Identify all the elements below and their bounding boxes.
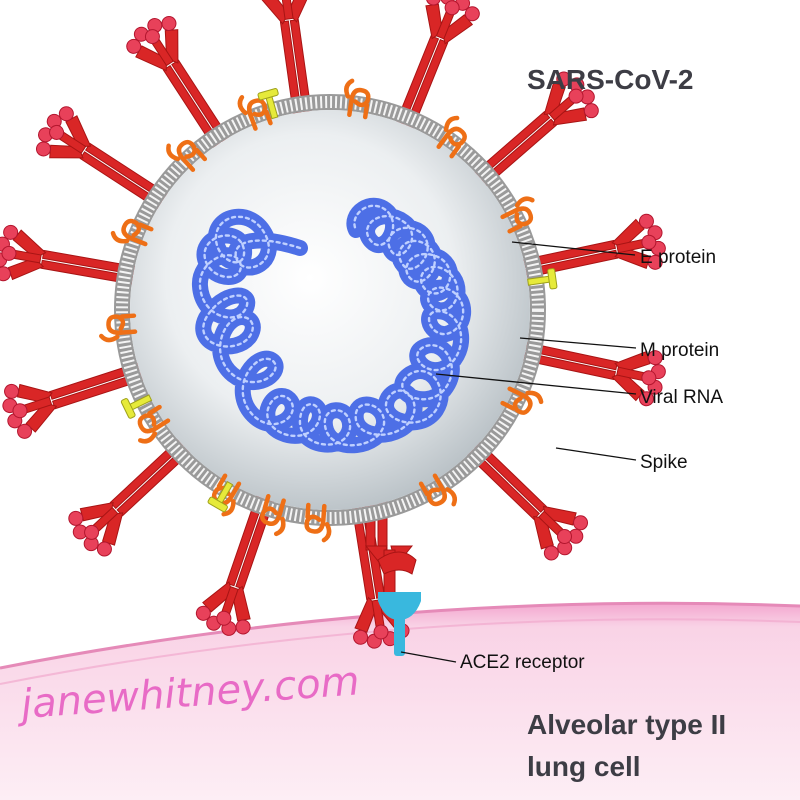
- spike-label: Spike: [640, 452, 688, 473]
- virus-title: SARS-CoV-2: [527, 64, 693, 95]
- ace2-label: ACE2 receptor: [460, 652, 585, 673]
- spike-protein: [466, 441, 589, 561]
- ace2-leader: [400, 651, 457, 663]
- spike-protein: [395, 0, 480, 129]
- viral-rna: [192, 197, 472, 454]
- m-protein: [110, 218, 154, 247]
- m-protein-layer: [99, 78, 544, 543]
- m-protein: [500, 386, 544, 415]
- m-protein: [137, 404, 171, 444]
- e-protein-label: E protein: [640, 247, 716, 268]
- viral-envelope: [114, 94, 546, 526]
- m-protein: [237, 95, 273, 131]
- m-protein-label: M protein: [640, 340, 719, 361]
- ace2-head: [378, 592, 421, 620]
- m-protein: [260, 493, 286, 537]
- envelope-membrane-hatch: [116, 96, 544, 524]
- spike-protein: [0, 224, 136, 285]
- e-protein-leader: [511, 241, 636, 256]
- m-protein: [99, 313, 138, 343]
- m-protein: [436, 115, 467, 159]
- m-protein: [500, 196, 535, 234]
- m-protein: [304, 502, 332, 543]
- cell-surface: [0, 603, 800, 800]
- spike-protein: [2, 362, 144, 439]
- spike-protein: [126, 15, 230, 148]
- spike-leader: [555, 447, 637, 461]
- viral-rna-core: [198, 204, 465, 447]
- cell-label-line2: lung cell: [527, 751, 641, 782]
- leader-lines: [400, 241, 637, 663]
- e-protein: [120, 394, 153, 419]
- m-protein: [418, 473, 457, 507]
- viral-rna-leader: [435, 373, 637, 395]
- e-protein: [207, 481, 234, 513]
- spike-protein: [260, 0, 312, 114]
- cell-label-line1: Alveolar type II: [527, 709, 726, 740]
- m-protein-leader: [519, 337, 637, 349]
- spike-protein: [35, 106, 168, 210]
- m-protein: [344, 78, 371, 120]
- ace2-anchor: [397, 650, 403, 656]
- spike-layer: [0, 0, 666, 649]
- e-protein-layer: [120, 88, 558, 513]
- e-protein: [257, 88, 279, 120]
- ace2-stalk: [394, 610, 405, 656]
- m-protein: [166, 139, 208, 172]
- e-protein: [527, 268, 558, 290]
- viral-rna-label: Viral RNA: [640, 387, 723, 408]
